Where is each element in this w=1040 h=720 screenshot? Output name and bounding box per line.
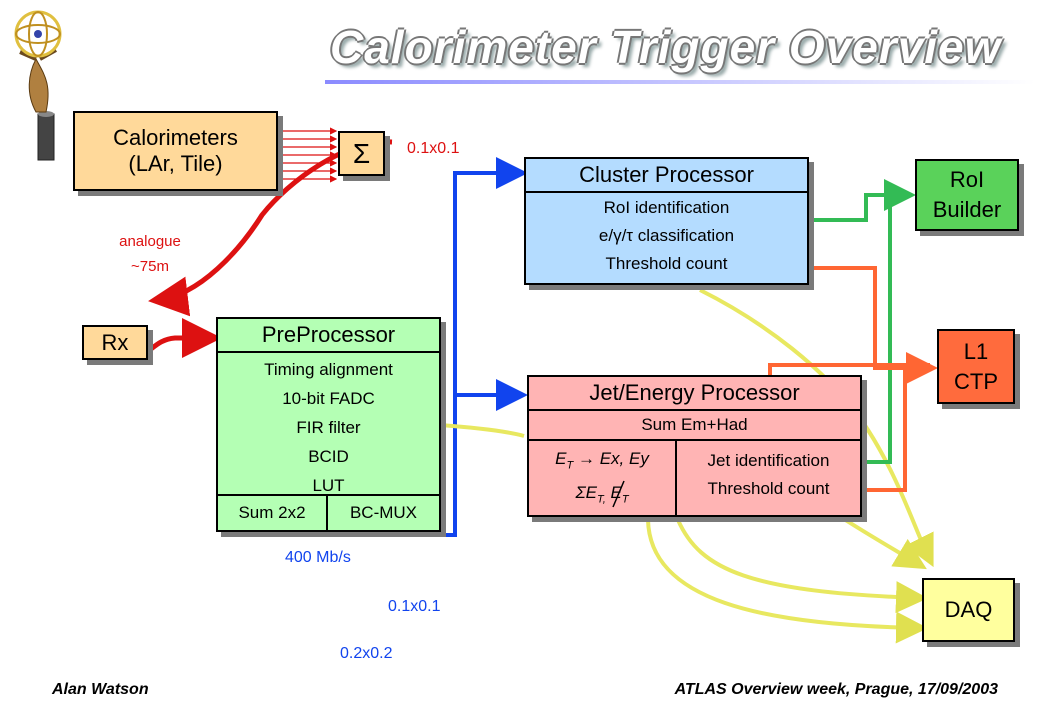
bitrate-label: 400 Mb/s	[285, 549, 351, 566]
sigma-et-symbol: ΣE	[575, 483, 597, 503]
preprocessor-functions: Timing alignment 10-bit FADC FIR filter …	[218, 353, 439, 500]
cluster-processor-title: Cluster Processor	[526, 159, 807, 193]
classification-text: e/γ/τ classification	[598, 226, 735, 245]
l1-ctp-box: L1 CTP	[937, 329, 1015, 404]
rx-box: Rx	[82, 325, 148, 360]
granularity-bottom-label: 0.2x0.2	[340, 645, 393, 662]
preprocessor-function: Timing alignment	[264, 360, 393, 379]
preprocessor-function: BCID	[308, 447, 349, 466]
preprocessor-function: LUT	[312, 476, 345, 495]
et-symbol: E	[555, 449, 567, 468]
sum-2x2-cell: Sum 2x2	[218, 496, 328, 530]
jet-identification-text: Jet identification	[707, 451, 830, 470]
sum-box: Σ	[338, 131, 385, 176]
preprocessor-function: 10-bit FADC	[282, 389, 375, 408]
bc-mux-cell: BC-MUX	[349, 503, 418, 522]
rx-label: Rx	[101, 329, 129, 355]
roi-identification-text: RoI identification	[603, 198, 730, 217]
cable-length-label: ~75m	[131, 258, 169, 275]
roi-builder-box: RoI Builder	[915, 159, 1019, 231]
et-conversion: → Ex, Ey	[577, 449, 649, 468]
granularity-mid-label: 0.1x0.1	[388, 598, 441, 615]
cluster-processor-box: Cluster Processor RoI identification e/γ…	[524, 157, 809, 285]
l1-ctp-line2: CTP	[954, 368, 998, 394]
sigma-et-subscript: T,	[596, 493, 606, 506]
preprocessor-box: PreProcessor Timing alignment 10-bit FAD…	[216, 317, 441, 532]
sigma-symbol: Σ	[352, 137, 371, 169]
threshold-count-text: Threshold count	[605, 254, 728, 273]
daq-label: DAQ	[944, 597, 993, 622]
footer-event: ATLAS Overview week, Prague, 17/09/2003	[674, 681, 998, 698]
missing-et-symbol: ET	[610, 481, 629, 508]
title-underline	[325, 80, 1035, 84]
preprocessor-function: FIR filter	[296, 418, 361, 437]
roi-builder-line2: Builder	[932, 197, 1002, 222]
calorimeters-title: Calorimeters	[113, 125, 238, 150]
calorimeters-subtitle: (LAr, Tile)	[128, 151, 223, 176]
slash-mark	[612, 481, 626, 508]
preprocessor-title: PreProcessor	[218, 319, 439, 353]
jet-energy-processor-title: Jet/Energy Processor	[529, 377, 860, 411]
roi-builder-line1: RoI	[949, 167, 985, 192]
et-subscript: T	[566, 459, 574, 472]
energy-sum-cell: ET → Ex, Ey ΣET, ET	[529, 441, 677, 517]
calorimeters-box: Calorimeters (LAr, Tile)	[73, 111, 278, 191]
analogue-label: analogue	[119, 233, 181, 250]
daq-box: DAQ	[922, 578, 1015, 642]
sum-em-had-cell: Sum Em+Had	[529, 411, 860, 441]
atlas-logo	[14, 10, 62, 161]
slide-title: Calorimeter Trigger Overview	[330, 21, 1002, 73]
l1-ctp-line1: L1	[963, 338, 989, 364]
footer-author: Alan Watson	[52, 681, 149, 698]
jet-energy-processor-box: Jet/Energy Processor Sum Em+Had ET → Ex,…	[527, 375, 862, 517]
missing-et-subscript: T	[621, 493, 629, 506]
granularity-top-label: 0.1x0.1	[407, 140, 460, 157]
jet-threshold-count-text: Threshold count	[707, 479, 830, 498]
